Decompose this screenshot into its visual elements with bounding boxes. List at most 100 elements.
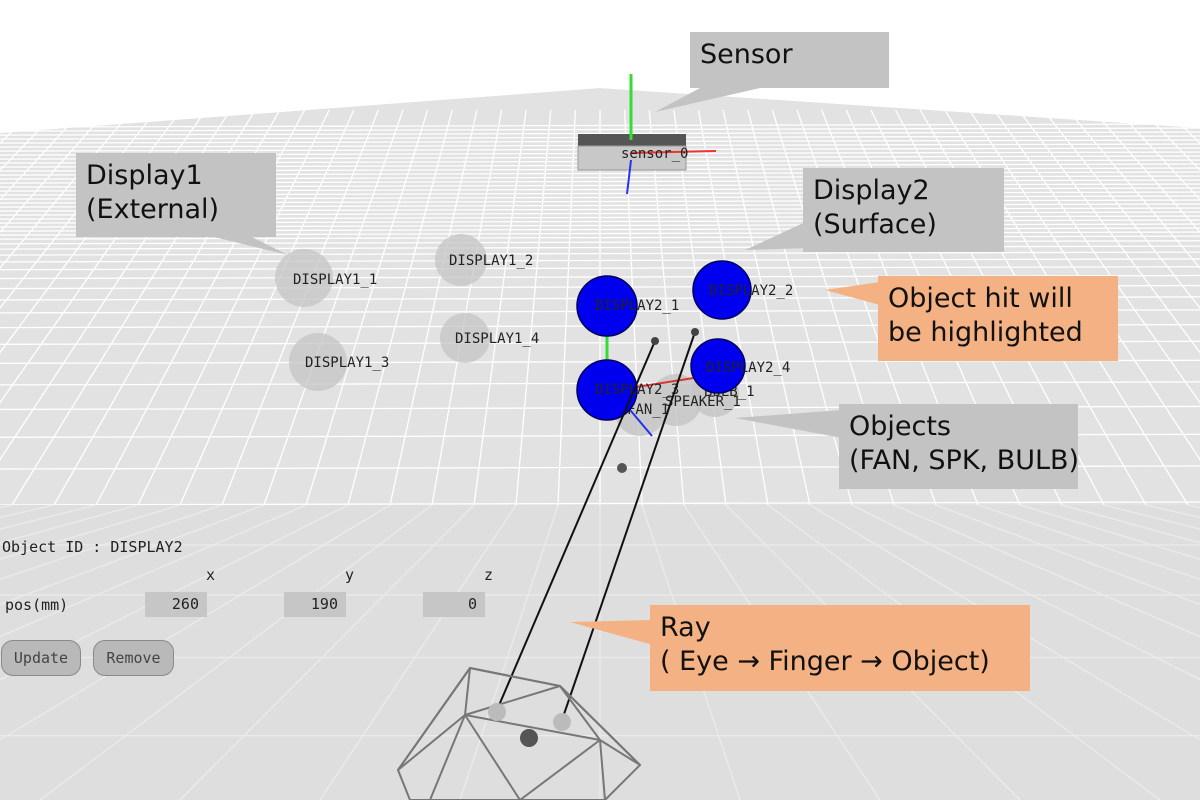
hit-callout-line2: be highlighted — [888, 317, 1083, 348]
grid-line — [0, 123, 1200, 128]
ray-endpoint-2 — [691, 328, 699, 336]
ray-line-1 — [496, 340, 656, 711]
eye-right — [553, 713, 571, 731]
grid-line — [0, 504, 265, 606]
grid-line — [0, 504, 181, 560]
head-wireframe — [396, 666, 642, 800]
display1-1-label: DISPLAY1_1 — [293, 272, 377, 288]
display2-1-sphere[interactable] — [576, 275, 638, 337]
grid-line — [0, 258, 1200, 263]
fan-label: FAN_1 — [627, 402, 669, 418]
sensor-label: sensor_0 — [621, 146, 688, 162]
display1-4-sphere[interactable] — [440, 313, 490, 363]
display1-3-sphere[interactable] — [289, 333, 347, 391]
display2-group: DISPLAY2_1 DISPLAY2_2 DISPLAY2_3 DISPLAY… — [576, 260, 793, 421]
ray-callout-line2: ( Eye → Finger → Object) — [660, 646, 990, 677]
grid-line — [221, 109, 379, 506]
display2-4-label: DISPLAY2_4 — [706, 360, 790, 376]
display2-callout-line1: Display2 — [813, 175, 930, 206]
display2-pointer — [745, 220, 810, 250]
sensor-front-face — [577, 145, 687, 171]
display1-pointer — [210, 236, 288, 255]
ray-callout: Ray ( Eye → Finger → Object) — [650, 605, 1030, 691]
pos-label: pos(mm) — [5, 596, 69, 614]
ray-callout-line1: Ray — [660, 612, 711, 643]
finger-point — [617, 463, 627, 473]
eye-left — [488, 703, 506, 721]
display1-2-sphere[interactable] — [435, 234, 487, 286]
display1-callout-line2: (External) — [86, 194, 220, 225]
objects-callout-line2: (FAN, SPK, BULB) — [849, 445, 1080, 476]
display1-2-label: DISPLAY1_2 — [449, 253, 533, 269]
display2-3-sphere[interactable] — [576, 359, 638, 421]
hit-callout: Object hit will be highlighted — [878, 276, 1118, 361]
grid-line — [459, 504, 559, 800]
display1-4-label: DISPLAY1_4 — [455, 331, 539, 347]
update-button[interactable]: Update — [1, 640, 81, 676]
grid-line — [747, 109, 853, 506]
remove-button[interactable]: Remove — [93, 640, 174, 676]
display1-3-label: DISPLAY1_3 — [305, 355, 389, 371]
display2-3-label: DISPLAY2_3 — [595, 382, 679, 398]
pos-z-field[interactable]: 0 — [423, 592, 485, 617]
grid-line — [347, 109, 453, 506]
display1-1-sphere[interactable] — [275, 249, 333, 307]
display1-group: DISPLAY1_1 DISPLAY1_2 DISPLAY1_3 DISPLAY… — [275, 234, 539, 391]
display1-callout: Display1 (External) — [76, 153, 276, 237]
grid-line — [39, 504, 433, 800]
grid-line — [0, 266, 1200, 271]
ray-endpoint-1 — [651, 337, 659, 345]
sensor-callout-text: Sensor — [700, 39, 793, 70]
col-x-header: x — [206, 566, 216, 584]
sensor-x-axis — [630, 150, 717, 154]
grid-line — [0, 504, 307, 638]
sensor-object[interactable]: sensor_0 — [577, 74, 717, 195]
sensor-z-axis — [626, 159, 632, 195]
grid-line — [722, 109, 811, 506]
hit-callout-line1: Object hit will — [888, 283, 1073, 314]
ray-line-2 — [561, 331, 696, 721]
pos-y-field[interactable]: 190 — [284, 592, 346, 617]
eye-center — [520, 729, 538, 747]
display2-callout-line2: (Surface) — [813, 209, 937, 240]
grid-line — [179, 504, 475, 800]
sensor-pointer — [655, 88, 760, 112]
col-z-header: z — [484, 566, 494, 584]
object-id-text: Object ID : DISPLAY2 — [2, 538, 183, 556]
display2-4-sphere[interactable] — [690, 338, 746, 394]
grid-line — [431, 109, 503, 506]
display2-2-sphere[interactable] — [692, 260, 752, 320]
grid-line — [893, 504, 1200, 638]
display1-callout-line1: Display1 — [86, 160, 203, 191]
objects-callout-line1: Objects — [849, 411, 952, 442]
grid-line — [1019, 504, 1200, 560]
objects-pointer — [735, 410, 842, 438]
grid-line — [473, 109, 527, 506]
grid-line — [179, 109, 355, 506]
display2-1-label: DISPLAY2_1 — [595, 298, 679, 314]
col-y-header: y — [345, 566, 355, 584]
hit-pointer — [825, 282, 880, 305]
callout-pointers — [210, 88, 880, 645]
grid-line — [935, 504, 1200, 606]
sky-mask — [0, 0, 1200, 133]
grid-line — [389, 109, 478, 506]
grid-line — [557, 109, 577, 506]
grid-line — [648, 109, 685, 506]
grid-line — [0, 131, 1200, 136]
grid-line — [263, 109, 404, 506]
grid-line — [319, 504, 517, 800]
grid-line — [0, 109, 84, 201]
grid-line — [305, 109, 429, 506]
pos-x-field[interactable]: 260 — [145, 592, 207, 617]
speaker-sphere[interactable] — [650, 374, 702, 426]
ray-group — [496, 328, 699, 721]
grid-line — [851, 504, 1200, 681]
grid-line — [0, 127, 1200, 132]
objects-callout: Objects (FAN, SPK, BULB) — [839, 404, 1080, 489]
grid-line — [0, 504, 223, 580]
grid-line — [809, 504, 1200, 741]
grid-line — [137, 109, 330, 506]
grid-line — [0, 109, 108, 234]
